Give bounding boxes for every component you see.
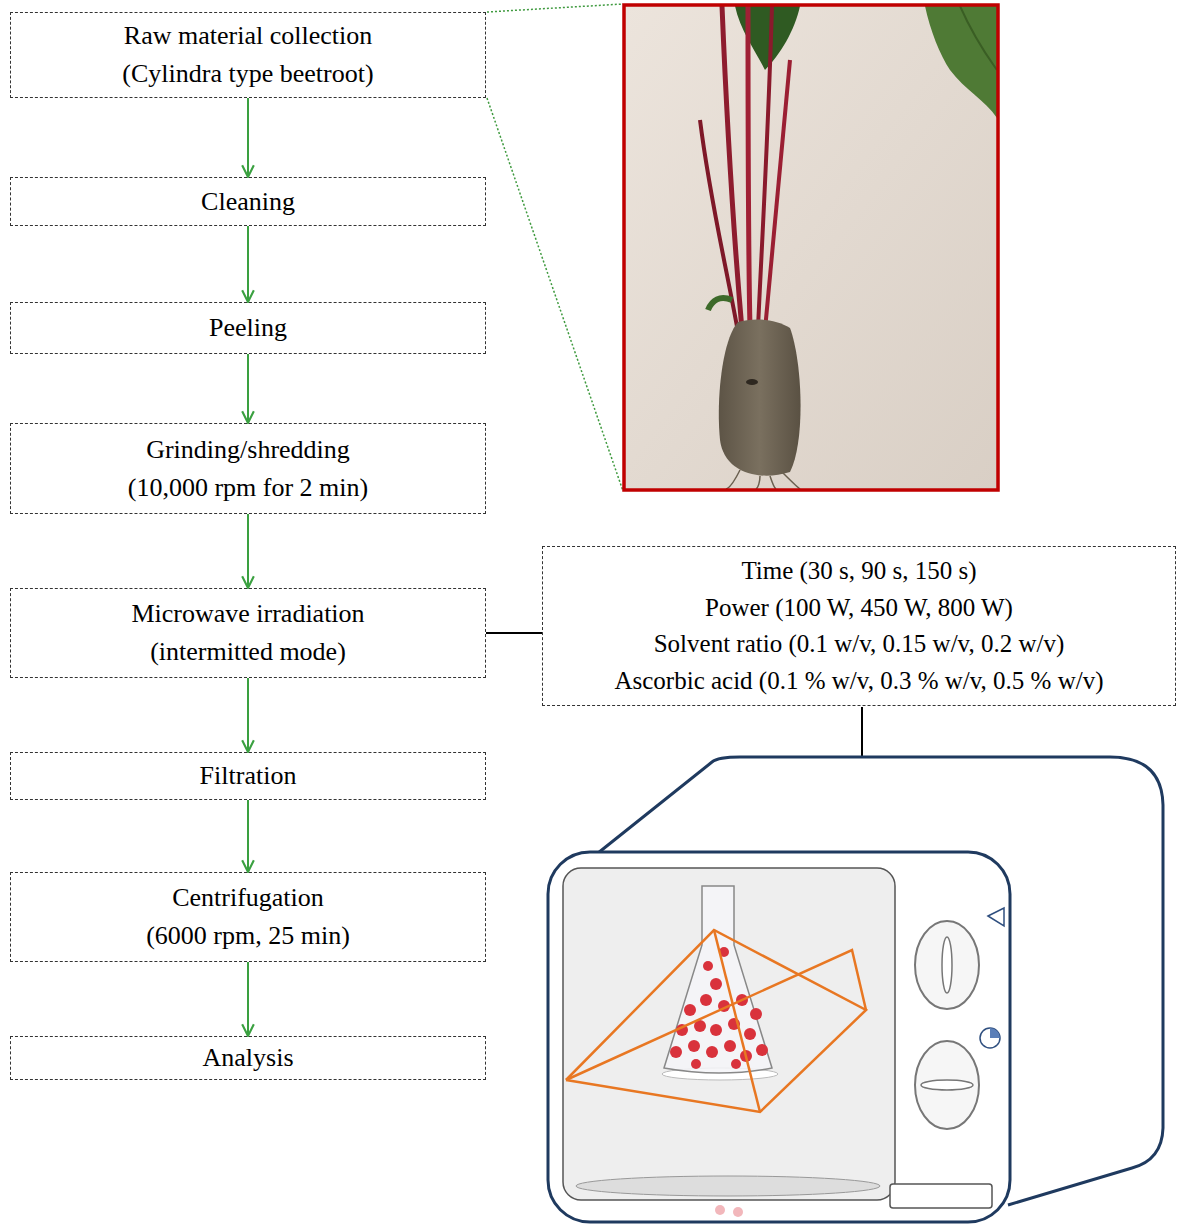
leader-line	[487, 98, 623, 491]
timer-symbol	[990, 1028, 1000, 1038]
conical-flask	[664, 886, 772, 1073]
process-box: Grinding/shredding(10,000 rpm for 2 min)	[10, 423, 486, 514]
step-label: Centrifugation	[172, 879, 324, 917]
oven-front	[548, 852, 1010, 1222]
knob-slit	[921, 1080, 973, 1090]
parameter-box: Time (30 s, 90 s, 150 s)Power (100 W, 45…	[542, 546, 1176, 706]
process-box: Filtration	[10, 752, 486, 800]
step-label: Analysis	[203, 1041, 294, 1075]
process-box: Centrifugation(6000 rpm, 25 min)	[10, 872, 486, 962]
control-knob	[915, 1041, 979, 1129]
parameter-text: Time (30 s, 90 s, 150 s)	[741, 553, 976, 590]
step-detail: (10,000 rpm for 2 min)	[128, 469, 368, 507]
parameter-text: Solvent ratio (0.1 w/v, 0.15 w/v, 0.2 w/…	[654, 626, 1065, 663]
process-box: Peeling	[10, 302, 486, 354]
flow-arrow	[247, 514, 249, 588]
step-label: Cleaning	[201, 185, 295, 219]
step-label: Filtration	[200, 759, 297, 793]
parameter-text: Power (100 W, 450 W, 800 W)	[705, 590, 1013, 627]
step-label: Peeling	[209, 311, 287, 345]
flow-arrow	[247, 962, 249, 1036]
process-box: Cleaning	[10, 177, 486, 226]
control-knob	[915, 921, 979, 1009]
photo-background	[625, 6, 997, 489]
process-box: Analysis	[10, 1036, 486, 1080]
turntable	[576, 1176, 880, 1196]
flow-arrow	[247, 354, 249, 423]
flow-arrow	[247, 678, 249, 752]
step-label: Microwave irradiation	[131, 595, 364, 633]
stem	[765, 60, 790, 330]
microwave-oven	[548, 757, 1163, 1222]
step-label: Grinding/shredding	[146, 431, 350, 469]
process-box: Microwave irradiation(intermitted mode)	[10, 588, 486, 678]
flow-arrow	[247, 98, 249, 177]
parameter-text: Ascorbic acid (0.1 % w/v, 0.3 % w/v, 0.5…	[614, 663, 1103, 700]
beetroot-root	[719, 320, 801, 476]
photo-frame	[624, 5, 998, 490]
stem	[748, 6, 750, 328]
timer-symbol	[980, 1028, 1000, 1048]
leaf-vein	[960, 6, 997, 70]
step-detail: (6000 rpm, 25 min)	[146, 917, 350, 955]
beetroot-photo	[625, 6, 997, 489]
door-button	[890, 1184, 992, 1208]
microwave-rays	[566, 930, 866, 1112]
root-spot	[746, 379, 758, 385]
connector-line	[486, 632, 542, 634]
leader-line	[487, 4, 623, 12]
stem	[700, 120, 738, 332]
knob-slit	[942, 937, 952, 993]
process-box: Raw material collection(Cylindra type be…	[10, 12, 486, 98]
flow-arrow	[247, 226, 249, 302]
oven-door	[563, 868, 895, 1200]
leaf	[708, 298, 732, 310]
leaf	[925, 6, 997, 118]
link-line	[861, 707, 863, 757]
step-label: Raw material collection	[124, 17, 372, 55]
power-symbol	[988, 908, 1004, 926]
flow-arrow	[247, 800, 249, 872]
root-hair	[726, 470, 800, 489]
step-detail: (Cylindra type beetroot)	[122, 55, 373, 93]
step-detail: (intermitted mode)	[150, 633, 346, 671]
stem	[722, 6, 742, 330]
